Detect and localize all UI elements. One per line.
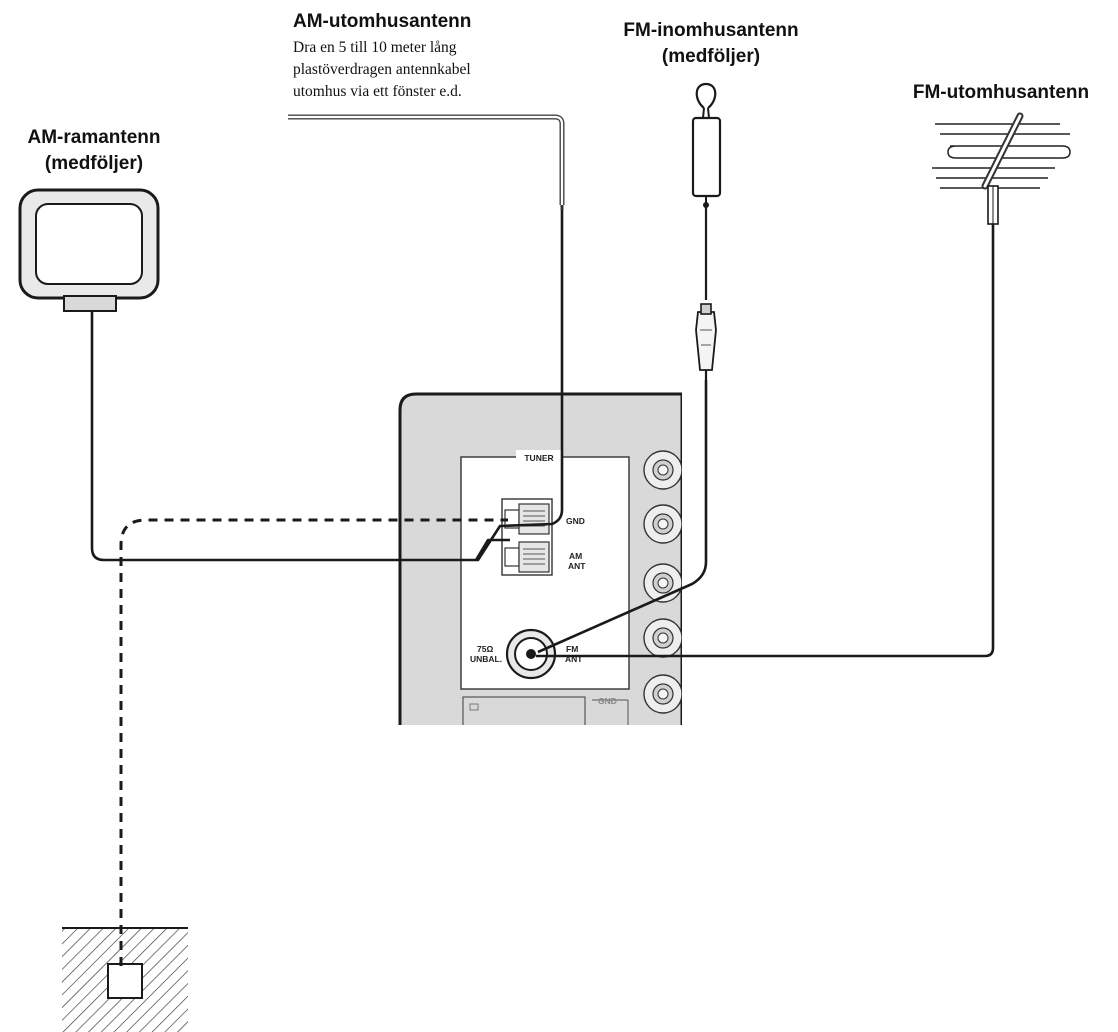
am-ant-label-line2: ANT — [568, 561, 586, 571]
fm-indoor-antenna-icon — [691, 82, 722, 380]
am-loop-antenna-title-line2: (medföljer) — [45, 153, 143, 174]
tuner-section-label: TUNER — [524, 453, 553, 463]
impedance-label-line2: UNBAL. — [470, 654, 502, 664]
ground-rod-icon — [62, 927, 188, 1032]
am-outdoor-desc-line1: Dra en 5 till 10 meter lång — [293, 39, 457, 56]
fm-outdoor-antenna-title: FM-utomhusantenn — [913, 82, 1089, 103]
am-terminal-block — [501, 498, 553, 576]
fm-outdoor-antenna-icon — [932, 112, 1071, 225]
gnd-terminal-label: GND — [566, 516, 585, 526]
am-loop-cable — [90, 311, 510, 562]
am-outdoor-desc-line3: utomhus via ett fönster e.d. — [293, 83, 462, 100]
am-outdoor-wire-icon — [288, 114, 565, 210]
fm-ant-label-line2: ANT — [565, 654, 583, 664]
am-outdoor-cable — [476, 210, 564, 562]
receiver-rear-panel — [398, 392, 682, 725]
gnd-lower-label: GND — [598, 696, 617, 706]
am-outdoor-desc-line2: plastöverdragen antennkabel — [293, 61, 471, 78]
rca-jack-column — [643, 450, 682, 714]
impedance-label-line1: 75Ω — [477, 644, 493, 654]
fm-coax-jack — [505, 628, 557, 680]
am-loop-antenna-icon — [18, 188, 160, 312]
am-outdoor-antenna-title: AM-utomhusantenn — [293, 11, 471, 32]
ground-dashed-cable — [119, 518, 508, 966]
am-ant-label-line1: AM — [569, 551, 582, 561]
fm-ant-label-line1: FM — [566, 644, 578, 654]
fm-outdoor-cable — [536, 224, 995, 658]
fm-indoor-antenna-title-line2: (medföljer) — [662, 46, 760, 67]
am-loop-antenna-title-line1: AM-ramantenn — [27, 127, 160, 148]
fm-indoor-antenna-title-line1: FM-inomhusantenn — [623, 20, 798, 41]
fm-indoor-cable — [537, 380, 708, 654]
